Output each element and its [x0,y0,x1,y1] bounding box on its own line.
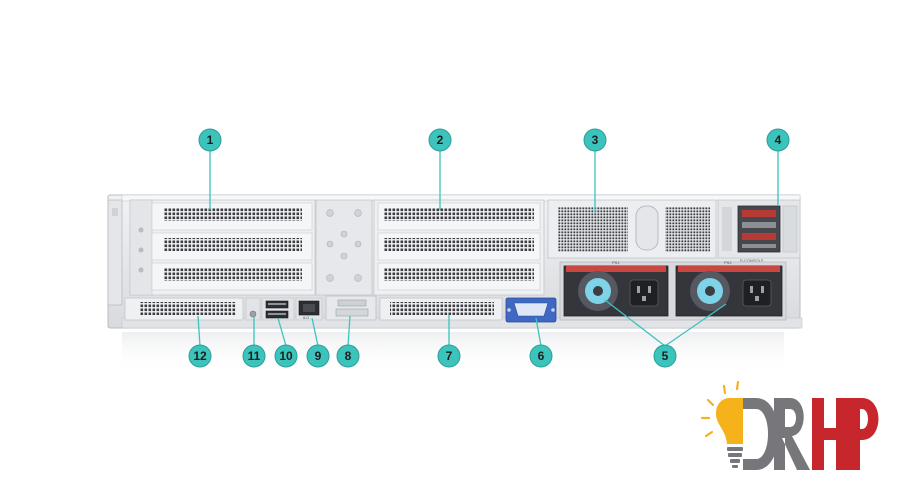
callout-12: 12 [188,344,212,368]
power-supply-units: PS1 PS2 [559,260,787,321]
pcie-riser-1 [129,199,316,296]
svg-text:5: 5 [662,349,669,363]
leader-10 [277,317,287,347]
svg-text:1: 1 [207,133,214,147]
usb-ports [261,297,295,321]
leader-6 [535,317,542,347]
callout-7: 7 [437,344,461,368]
callout-10: 10 [274,344,298,368]
svg-text:9: 9 [315,349,322,363]
svg-text:PS2: PS2 [724,260,732,265]
leader-12 [197,315,201,347]
svg-text:2: 2 [437,133,444,147]
callout-3: 3 [583,128,607,152]
callout-2: 2 [428,128,452,152]
pcie-riser-3 [547,199,717,259]
serial-port [325,295,377,321]
leader-9 [311,317,319,347]
ilo-port: iLO [295,297,323,321]
callout-9: 9 [306,344,330,368]
pcie-riser-2 [373,199,545,296]
leader-8 [347,315,351,347]
svg-text:PS1: PS1 [612,260,620,265]
callout-6: 6 [529,344,553,368]
svg-text:3: 3 [592,133,599,147]
callout-11: 11 [242,344,266,368]
leader-5b [664,303,727,347]
svg-text:11: 11 [248,349,261,363]
svg-text:10: 10 [279,349,293,363]
callout-8: 8 [336,344,360,368]
uid-button [245,297,261,321]
svg-text:7: 7 [446,349,453,363]
svg-text:P-CONSOLE: P-CONSOLE [740,258,764,263]
flexible-lom-slot [379,297,503,321]
riser-bracket [315,199,373,296]
svg-text:4: 4 [775,133,782,147]
drive-cage-rear: P-CONSOLE [717,199,801,263]
leader-5a [604,299,666,347]
svg-text:6: 6 [538,349,545,363]
power-supply-1: PS1 [563,260,669,317]
lightbulb-icon [700,380,743,468]
callout-4: 4 [766,128,790,152]
svg-text:8: 8 [345,349,352,363]
callout-1: 1 [198,128,222,152]
power-supply-2: PS2 [675,260,783,317]
leader-lines [197,150,779,347]
vga-port [505,297,557,323]
svg-text:iLO: iLO [303,315,309,320]
svg-text:12: 12 [193,349,207,363]
ocp-slot [124,297,244,321]
callout-5: 5 [653,344,677,368]
drhp-logo [700,380,879,470]
